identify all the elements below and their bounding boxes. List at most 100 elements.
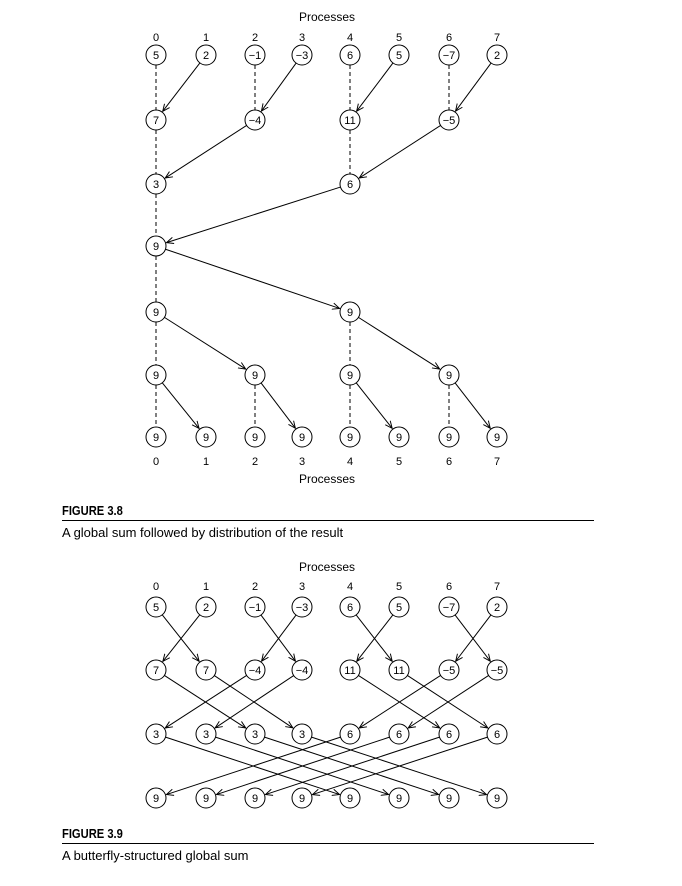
caption-rule [62,843,594,844]
node-circle [291,723,313,745]
node-circle [339,44,361,66]
node-value: 9 [153,307,159,319]
process-id-label: 7 [494,581,500,593]
process-id-label: 2 [252,581,258,593]
node-value: 6 [347,50,353,62]
node-value: 2 [494,602,500,614]
node-value: −4 [296,665,309,677]
node-value: −7 [443,50,456,62]
node-circle [291,596,313,618]
arrow [454,382,490,428]
arrow [260,382,295,428]
axis-title-processes: Processes [299,10,355,24]
process-id-label: 5 [396,32,402,44]
node-value: 6 [347,729,353,741]
node-circle [195,44,217,66]
node-circle [486,787,508,809]
arrow [260,614,295,661]
arrow [165,736,339,794]
node-circle [339,787,361,809]
process-id-label: 7 [494,32,500,44]
node-circle [388,596,410,618]
node-circle [339,109,361,131]
node-value: 7 [153,665,159,677]
node-value: 3 [153,179,159,191]
arrow [166,186,341,243]
figure-caption-text: A butterfly-structured global sum [62,848,249,863]
node-value: 3 [299,729,305,741]
node-circle [145,596,167,618]
node-value: 5 [153,50,159,62]
node-value: 6 [446,729,452,741]
node-value: 6 [494,729,500,741]
node-circle [244,659,266,681]
node-circle [388,659,410,681]
arrow [161,614,199,662]
node-value: −3 [296,602,309,614]
node-circle [244,596,266,618]
node-value: 9 [347,432,353,444]
node-value: 9 [153,370,159,382]
node-circle [244,364,266,386]
arrow [214,675,293,728]
node-circle [486,426,508,448]
node-value: 9 [299,432,305,444]
node-value: −5 [443,115,456,127]
node-value: 6 [347,179,353,191]
node-circle [244,787,266,809]
figure-3-8-caption: FIGURE 3.8 A global sum followed by dist… [62,503,594,540]
arrow [164,316,245,369]
node-circle [486,723,508,745]
node-circle [145,173,167,195]
arrow [165,248,339,308]
arrow [358,675,439,728]
arrow [261,62,297,111]
process-id-label: 2 [252,32,258,44]
process-id-label: 4 [347,581,353,593]
node-value: 11 [393,665,404,677]
node-circle [145,109,167,131]
process-id-label: 3 [299,32,305,44]
node-circle [438,109,460,131]
arrow [454,614,490,661]
process-id-label: 3 [299,581,305,593]
node-value: 9 [252,432,258,444]
node-value: 9 [153,432,159,444]
node-value: 3 [203,729,209,741]
node-circle [486,596,508,618]
node-value: 6 [347,602,353,614]
process-id-label: 0 [153,32,159,44]
node-value: 9 [446,370,452,382]
node-value: 9 [299,793,305,805]
node-value: 9 [494,793,500,805]
node-value: 9 [252,370,258,382]
node-circle [339,173,361,195]
node-value: 9 [153,793,159,805]
node-circle [438,659,460,681]
node-value: 6 [396,729,402,741]
arrow [163,62,201,111]
node-value: −1 [249,50,262,62]
node-circle [438,426,460,448]
node-value: 11 [344,665,355,677]
node-value: −4 [249,115,262,127]
node-circle [145,364,167,386]
arrow [357,62,394,111]
node-circle [145,426,167,448]
node-circle [244,44,266,66]
process-id-label: 5 [396,581,402,593]
node-value: 9 [446,432,452,444]
node-circle [244,109,266,131]
node-circle [339,659,361,681]
figure-3-9-caption: FIGURE 3.9 A butterfly-structured global… [62,826,594,863]
node-circle [145,723,167,745]
process-id-label: 6 [446,32,452,44]
node-circle [145,301,167,323]
node-value: 5 [396,602,402,614]
arrow [311,736,487,794]
axis-title-processes: Processes [299,472,355,486]
node-circle [438,364,460,386]
process-id-label: 1 [203,581,209,593]
